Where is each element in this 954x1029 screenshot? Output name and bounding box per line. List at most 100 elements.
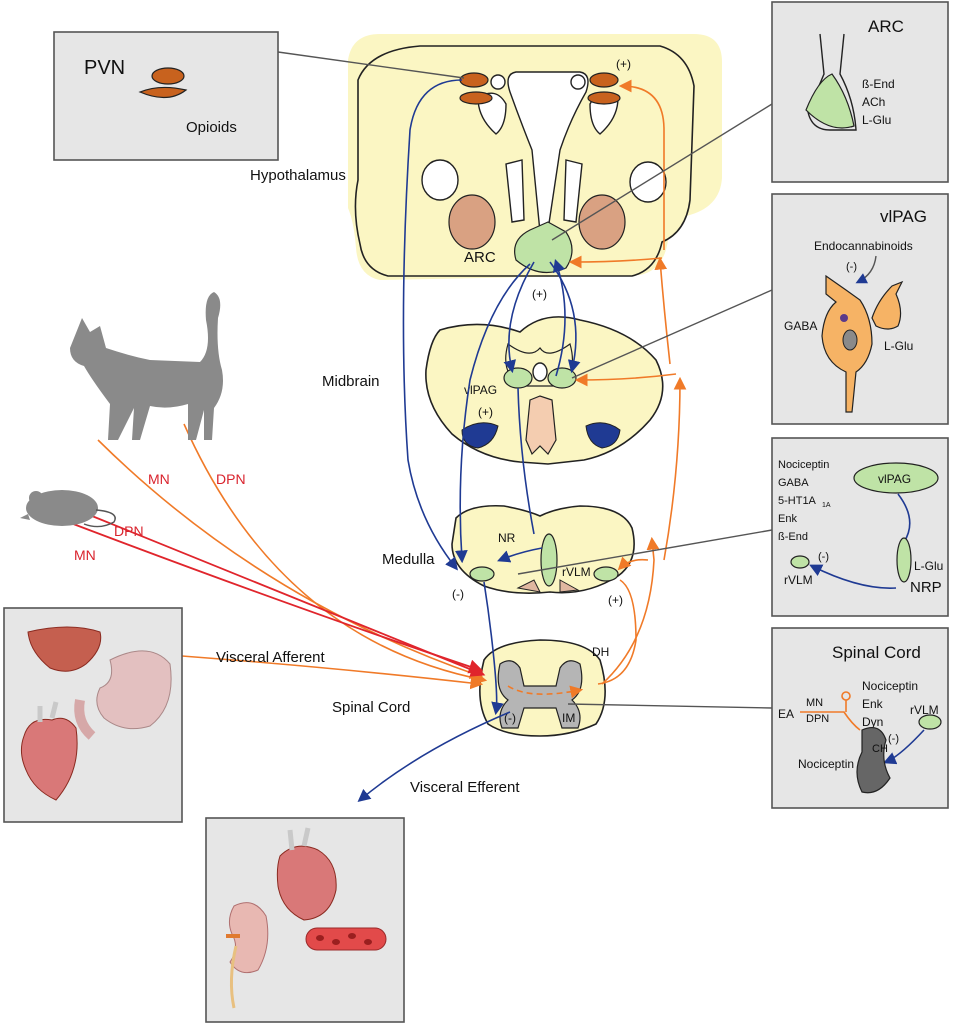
heart-vessels	[37, 701, 59, 722]
pvn-box: PVN Opioids	[53, 31, 465, 161]
mouse-dpn-label: DPN	[114, 523, 144, 539]
pvn-to-rvlm-pathway	[402, 79, 463, 571]
nrp-label: NRP	[910, 579, 942, 596]
rvlm-right	[593, 566, 619, 582]
spinal-ea-label: EA	[778, 707, 794, 721]
midbrain-label: Midbrain	[322, 373, 380, 390]
heart-icon	[20, 717, 78, 801]
hypothalamus-label: Hypothalamus	[250, 167, 346, 184]
cerebral-aqueduct	[532, 362, 548, 382]
spinal-to-rvlm-loop	[597, 579, 637, 685]
arc-box-title: ARC	[868, 17, 904, 36]
efferent-heart-vessels	[287, 827, 311, 851]
organs-efferent-box	[205, 817, 405, 1023]
hypothalamus-to-arc-pathway	[568, 255, 663, 269]
midbrain-to-hypothalamus-pathway	[654, 256, 671, 365]
pyramid-right	[559, 579, 580, 593]
pvn-title: PVN	[84, 57, 125, 79]
mouse-tail	[83, 509, 116, 528]
gaba-nucleus	[842, 329, 858, 351]
pvn-lower-right	[587, 91, 621, 105]
arc-box-frame	[771, 1, 949, 183]
medulla-section: NR rVLM Medulla (-) (+)	[382, 504, 635, 607]
hypothalamus-to-pvn-pathway	[618, 79, 665, 250]
pvn-oval-lower	[138, 86, 188, 99]
white-body-left	[421, 159, 459, 201]
arc-to-vlpag-left	[503, 261, 535, 374]
cat-icon	[70, 292, 223, 440]
spinal-to-medulla-pathway	[601, 536, 660, 685]
medulla-label: Medulla	[382, 551, 435, 568]
afferent-lines: MN DPN DPN MN Visceral Afferent Visceral…	[67, 423, 520, 796]
arc-box: ARC ß-End ACh L-Glu	[551, 1, 949, 241]
rvlm-to-spinal-pathway	[483, 581, 504, 716]
arc-label: ARC	[464, 249, 496, 266]
substantia-nigra-left	[461, 422, 499, 449]
pvn-connector	[277, 51, 465, 79]
medulla-to-midbrain-pathway	[663, 376, 687, 561]
nrp-box: Nociceptin GABA 5-HT1A 1A Enk ß-End vlPA…	[517, 437, 949, 617]
endocannabinoid-arrow	[855, 255, 877, 284]
arc-to-medulla-pathway	[454, 263, 531, 564]
endocannabinoids-label: Endocannabinoids	[814, 239, 913, 253]
nrp-lglu-label: L-Glu	[914, 559, 943, 573]
vlpag-label: vlPAG	[464, 383, 497, 397]
spinal-cord-label: Spinal Cord	[332, 699, 410, 716]
nrp-vlpag-oval	[853, 462, 939, 494]
vlpag-to-arc-pathway	[552, 258, 566, 377]
cat-mn-line	[97, 439, 484, 679]
spinal-dashed-pathway	[507, 685, 584, 699]
spinal-box-title: Spinal Cord	[832, 643, 921, 662]
pvn-opioids-label: Opioids	[186, 119, 237, 136]
blood-cell-1	[316, 935, 324, 941]
blood-cell-3	[348, 933, 356, 939]
nrp-rvlm-label: rVLM	[784, 573, 813, 587]
nrp-item-3: Enk	[778, 513, 797, 525]
pvn-upper-right	[589, 72, 619, 88]
spinal-rvlm-oval	[918, 714, 942, 730]
arc-neuron-stem	[807, 33, 857, 131]
mouse-icon	[20, 490, 116, 528]
visceral-efferent-pathway	[357, 711, 511, 803]
mouse-ear	[29, 491, 43, 505]
vlpag-lglu-label: L-Glu	[884, 339, 913, 353]
vlpag-box-title: vlPAG	[880, 207, 927, 226]
lglu-neuron	[871, 280, 904, 330]
substantia-nigra-right	[585, 422, 621, 449]
arc-plus-sign: (+)	[532, 287, 547, 301]
midbrain-to-vlpag-pathway	[574, 373, 677, 387]
spinal-box: Spinal Cord EA MN DPN Nociceptin Enk Dyn…	[567, 627, 949, 809]
vlpag-box: vlPAG Endocannabinoids (-) GABA L-Glu	[571, 193, 949, 425]
im-label: IM	[562, 711, 575, 725]
spinal-minus-sign: (-)	[504, 711, 516, 725]
arc-item-2: L-Glu	[862, 113, 891, 127]
nrp-subscript: 1A	[822, 502, 831, 509]
spinal-rvlm-arrow	[883, 729, 925, 765]
spinal-item-1: Enk	[862, 697, 884, 711]
nrp-item-1: GABA	[778, 477, 809, 489]
efferent-heart-icon	[276, 845, 337, 921]
mouse-body	[26, 490, 98, 526]
arc-connector	[551, 103, 773, 241]
synapse-marker	[840, 314, 848, 322]
white-stripe-right	[563, 159, 583, 223]
medulla-plus-sign: (+)	[608, 593, 623, 607]
cat-dpn-line	[183, 423, 488, 685]
arc-item-0: ß-End	[862, 77, 895, 91]
kidney-icon	[228, 902, 269, 974]
spinal-item-0: Nociceptin	[862, 679, 918, 693]
nrp-vlpag-label: vlPAG	[878, 472, 911, 486]
spinal-ch-label: CH	[872, 743, 888, 755]
midbrain-plus-sign: (+)	[478, 405, 493, 419]
descending-pathways	[357, 79, 581, 803]
medulla-minus-sign: (-)	[452, 587, 464, 601]
liver-icon	[27, 626, 102, 672]
blood-cell-2	[332, 939, 340, 945]
nrp-to-rvlm-arrow	[809, 564, 897, 589]
spinal-connector	[567, 703, 773, 709]
visceral-afferent-line	[181, 655, 484, 690]
arc-item-1: ACh	[862, 95, 885, 109]
medulla-to-rvlm-pathway	[617, 556, 649, 571]
pyramid-left	[516, 579, 541, 593]
nucleus-right	[578, 194, 626, 250]
